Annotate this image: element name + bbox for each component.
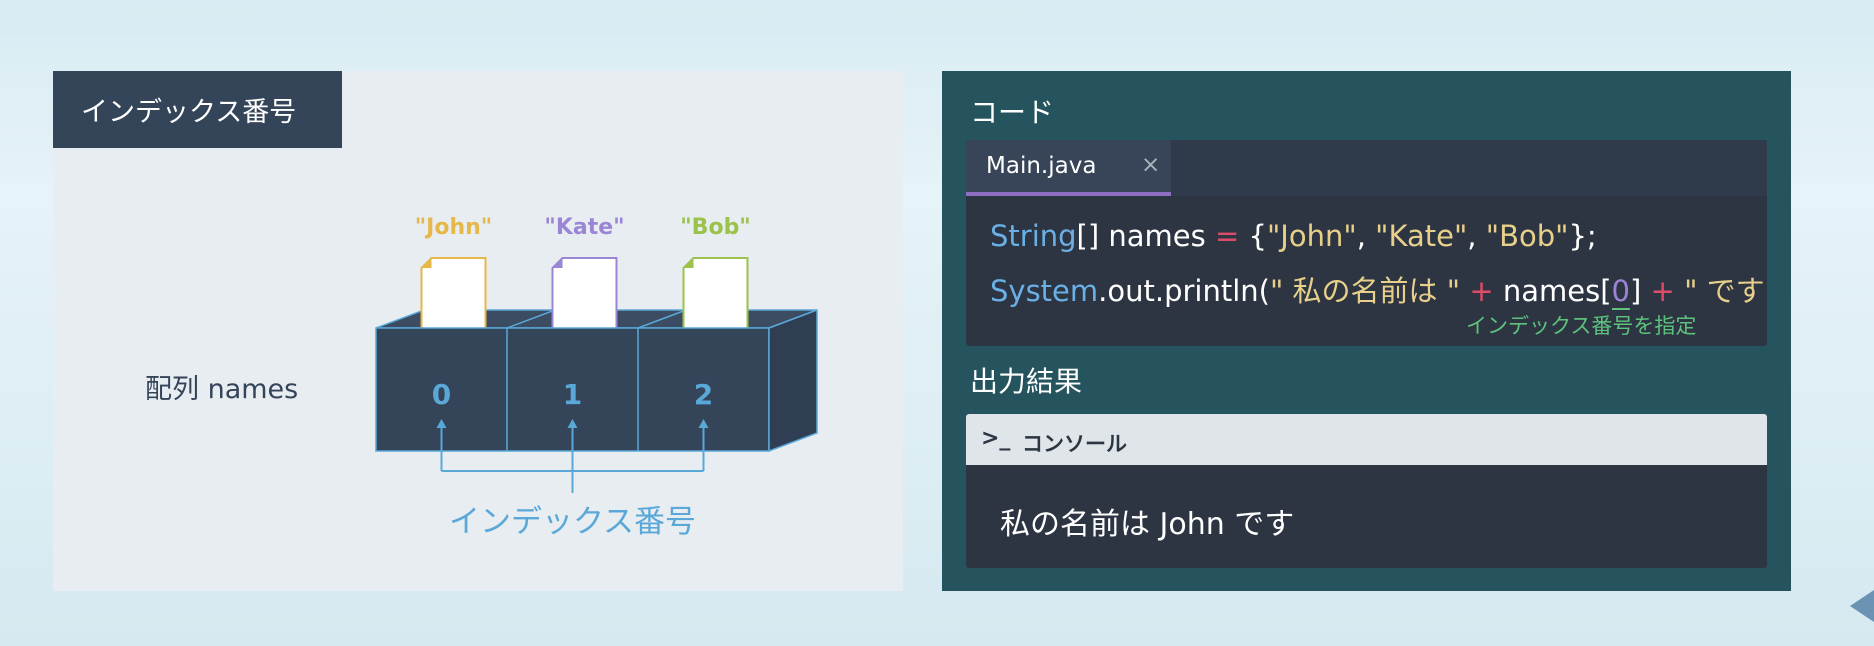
code-token-type: String (990, 219, 1077, 253)
console-output: 私の名前は John です (1000, 507, 1295, 542)
code-token-operator: = (1214, 219, 1240, 253)
document-icon (682, 257, 749, 331)
code-token: names[ (1493, 274, 1612, 308)
code-token-operator: + (1469, 274, 1494, 308)
code-token-string: "Bob" (1485, 219, 1569, 253)
code-line-2: System.out.println(" 私の名前は " + names[0] … (990, 268, 1767, 310)
code-token-string: "John" (1266, 219, 1357, 253)
index-diagram-panel: インデックス番号 配列 names "John" "Kate" "Bob" 0 1 2 インデ… (53, 71, 903, 591)
code-token: , (1467, 219, 1486, 253)
index-number: 0 (432, 378, 451, 411)
index-caption: インデックス番号 (449, 504, 696, 540)
code-token: .out.println( (1098, 274, 1270, 308)
arrow-up-icon (698, 419, 709, 428)
arrow-up-icon (567, 419, 578, 428)
code-token: { (1239, 219, 1267, 253)
array-label: 配列 names (145, 374, 298, 405)
code-section-label: コード (970, 96, 1055, 129)
code-token-type: System (990, 274, 1099, 308)
document-icon (551, 257, 618, 331)
code-token-string: "Kate" (1375, 219, 1468, 253)
document-corner-icon (421, 258, 432, 268)
array-top-divider (637, 309, 687, 329)
console: >_ コンソール 私の名前は John です (966, 414, 1767, 568)
arrow-up-icon (436, 419, 447, 428)
code-token (1675, 274, 1684, 308)
document-icon (420, 257, 487, 331)
code-panel: コード Main.java × String[] names = {"John"… (942, 71, 1791, 591)
code-token: ] (1629, 274, 1651, 308)
close-icon[interactable]: × (1141, 152, 1161, 178)
console-title: コンソール (1022, 432, 1127, 456)
editor-tab-bar: Main.java × (966, 140, 1767, 196)
document-corner-icon (552, 258, 563, 268)
document-corner-icon (683, 258, 694, 268)
index-number: 2 (694, 378, 713, 411)
code-editor: Main.java × String[] names = {"John", "K… (966, 140, 1767, 346)
element-value-label: "John" (415, 215, 493, 240)
code-token-operator: + (1650, 274, 1675, 308)
element-value-label: "Kate" (544, 215, 624, 240)
code-token: , (1356, 219, 1376, 253)
array-top-divider (506, 309, 556, 329)
code-token-string: " 私の名前は " (1269, 274, 1461, 308)
code-token (1460, 274, 1469, 308)
terminal-icon: >_ (981, 426, 1011, 451)
code-annotation: インデックス番号を指定 (1466, 314, 1697, 338)
panel-title: インデックス番号 (53, 71, 342, 148)
previous-arrow-icon[interactable] (1850, 590, 1874, 622)
element-value-label: "Bob" (680, 215, 751, 240)
code-line-1: String[] names = {"John", "Kate", "Bob"}… (990, 219, 1597, 253)
output-section-label: 出力結果 (970, 365, 1083, 398)
code-token-index: 0 (1611, 274, 1630, 310)
tab-main-java[interactable]: Main.java × (966, 140, 1171, 196)
code-token: [] names (1076, 219, 1215, 253)
code-token-string: " です " (1684, 274, 1765, 308)
array-diagram: 配列 names "John" "Kate" "Bob" 0 1 2 インデックス番号 (145, 215, 818, 540)
code-token: }; (1568, 219, 1597, 253)
index-number: 1 (563, 378, 582, 411)
array-side-face (768, 308, 818, 453)
console-header: >_ コンソール (966, 414, 1767, 465)
tab-label: Main.java (986, 153, 1097, 179)
